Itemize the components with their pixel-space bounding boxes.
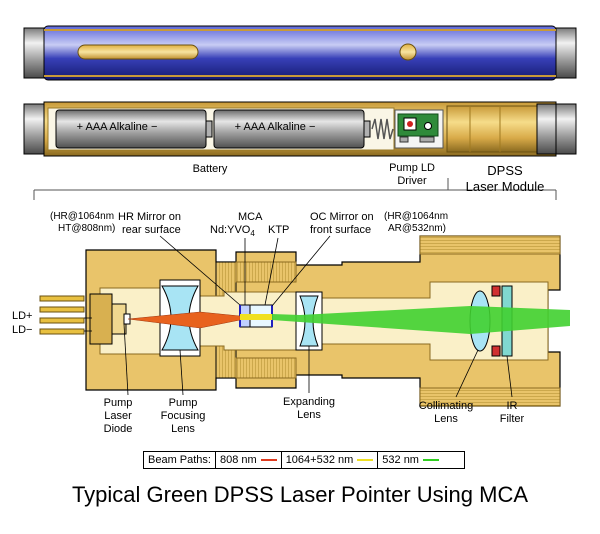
pump-laser-diode-label-1: Pump — [103, 397, 133, 409]
ktp-label: KTP — [268, 224, 290, 236]
dpss-module-housing — [446, 105, 538, 153]
legend-label-808nm: 808 nm — [219, 454, 257, 466]
hr-spec-2: HT@808nm) — [58, 223, 116, 234]
legend-label-532nm: 532 nm — [382, 454, 419, 466]
ld-minus-label: LD− — [12, 324, 33, 336]
section-brackets — [33, 178, 557, 200]
pump-laser-diode-label-3: Diode — [103, 423, 133, 435]
collimating-lens-label-2: Lens — [434, 413, 458, 425]
hr-mirror-label-1: HR Mirror on — [118, 211, 181, 223]
hr-spec-1: (HR@1064nm — [50, 211, 115, 222]
legend-title: Beam Paths: — [144, 452, 216, 468]
pointer-cutaway — [23, 101, 577, 157]
ndyvo-text: Nd:YVO — [210, 224, 251, 236]
oc-spec-2: AR@532nm) — [388, 223, 446, 234]
ndyvo-subscript: 4 — [250, 229, 255, 239]
end-cap-right — [555, 27, 577, 79]
ld-plus-label: LD+ — [12, 310, 33, 322]
ir-filter-label-2: Filter — [499, 413, 525, 425]
minus-sign: − — [150, 121, 158, 133]
battery-spring — [371, 118, 394, 140]
ir-filter-label-1: IR — [506, 400, 518, 412]
ld-pin-top — [39, 295, 85, 302]
battery-cell-2-label: + AAA Alkaline − — [235, 121, 316, 134]
oc-spec-1: (HR@1064nm — [384, 211, 449, 222]
end-cap-left — [23, 27, 45, 79]
tail-cap — [23, 103, 45, 155]
hr-mirror-label-2: rear surface — [122, 224, 181, 236]
pointer-assembled — [23, 25, 577, 81]
legend-swatch-808nm — [260, 459, 277, 461]
oc-mirror-label-2: front surface — [310, 224, 372, 236]
leader-lines — [84, 235, 513, 398]
thread-front-top — [419, 235, 561, 255]
battery-cell-1-label: + AAA Alkaline − — [77, 121, 158, 134]
oc-mirror-label-1: OC Mirror on — [310, 211, 374, 223]
pump-ld-driver-label-1: Pump LD — [389, 162, 435, 174]
front-cap — [536, 103, 557, 155]
dpss-label-1: DPSS — [487, 163, 523, 178]
beam-1064-532nm — [240, 314, 272, 320]
legend-swatch-532nm — [422, 459, 439, 461]
thread-front-bottom — [419, 387, 561, 407]
legend-label-1064-532nm: 1064+532 nm — [285, 454, 354, 466]
power-button — [399, 43, 417, 61]
pump-laser-diode-label-2: Laser — [104, 410, 132, 422]
legend-swatch-1064-532nm — [357, 459, 374, 461]
beam-paths-legend: Beam Paths: 808 nm 1064+532 nm 532 nm — [143, 451, 465, 469]
legend-item-532nm: 532 nm — [378, 452, 443, 468]
mca-label: MCA — [238, 211, 263, 223]
expanding-lens-label-1: Expanding — [283, 396, 335, 408]
plus-sign: + — [76, 121, 84, 133]
beam-532nm — [272, 306, 570, 334]
battery-cell-2-text: AAA Alkaline — [243, 121, 306, 133]
pump-ld-driver-label-2: Driver — [397, 175, 427, 187]
ld-pin-bottom — [39, 328, 85, 335]
battery-cell-1-text: AAA Alkaline — [85, 121, 148, 133]
driver-switch — [407, 121, 413, 127]
legend-item-808nm: 808 nm — [216, 452, 282, 468]
pump-focusing-label-1: Pump — [168, 397, 198, 409]
dpss-cross-section — [39, 235, 570, 407]
pump-laser-diode-can — [89, 293, 113, 345]
expanding-lens-label-2: Lens — [297, 409, 321, 421]
diagram-caption: Typical Green DPSS Laser Pointer Using M… — [71, 482, 529, 507]
pump-focusing-label-2: Focusing — [160, 410, 206, 422]
ndyvo-label: Nd:YVO4 — [210, 224, 255, 240]
minus-sign-2: − — [308, 121, 316, 133]
pocket-clip — [77, 44, 199, 60]
pump-focusing-label-3: Lens — [171, 423, 195, 435]
dpss-label-2: Laser Module — [465, 179, 545, 194]
collimating-lens-label-1: Collimating — [418, 400, 474, 412]
plus-sign-2: + — [234, 121, 242, 133]
front-bezel — [555, 103, 577, 155]
legend-item-1064-532nm: 1064+532 nm — [282, 452, 379, 468]
battery-label: Battery — [192, 163, 228, 175]
